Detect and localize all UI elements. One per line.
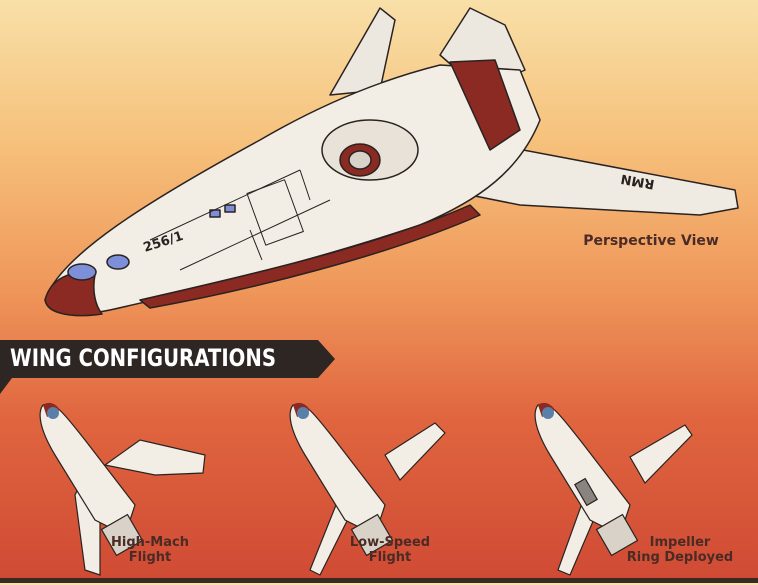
config-caption-high-mach: High-Mach Flight xyxy=(111,535,189,565)
cockpit-window xyxy=(106,254,130,270)
config-ship-low-speed xyxy=(289,402,446,576)
perspective-ship-illustration: 256/1 RMN xyxy=(44,7,739,317)
hull-red-band xyxy=(449,59,521,151)
banner-tail xyxy=(0,378,12,394)
config-caption-low-speed: Low-Speed Flight xyxy=(349,535,431,565)
wing-marking: RMN xyxy=(620,171,656,192)
nose-cap xyxy=(44,272,103,317)
config-ship-impeller-ring xyxy=(534,402,693,576)
section-banner xyxy=(0,340,335,378)
bottom-rule xyxy=(0,578,758,583)
fuselage xyxy=(44,64,541,316)
section-title: WING CONFIGURATIONS xyxy=(10,344,277,372)
config-ship-high-mach xyxy=(39,402,206,576)
belly-stripe xyxy=(139,204,481,309)
perspective-view-caption: Perspective View xyxy=(583,233,719,249)
cockpit-window xyxy=(67,263,97,281)
config-caption-impeller: Impeller Ring Deployed xyxy=(626,535,734,565)
